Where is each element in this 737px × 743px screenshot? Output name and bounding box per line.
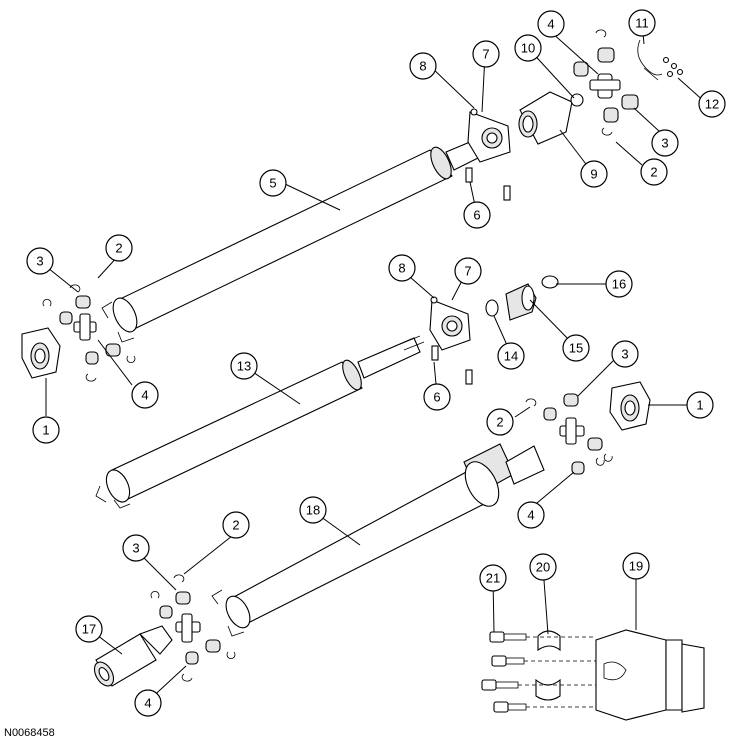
flange-left-1	[21, 327, 61, 379]
svg-text:15: 15	[569, 341, 583, 356]
svg-text:2: 2	[232, 518, 239, 533]
coupling-yoke-9	[518, 91, 584, 145]
flange-right-1	[609, 381, 651, 431]
svg-text:8: 8	[419, 59, 426, 74]
bolts-6-upper	[465, 167, 511, 201]
slip-yoke-17	[93, 625, 173, 687]
svg-text:2: 2	[496, 415, 503, 430]
callout-2: 2	[486, 408, 514, 436]
svg-text:11: 11	[635, 16, 649, 31]
callout-20: 20	[529, 553, 557, 581]
svg-text:12: 12	[705, 97, 719, 112]
u-joint-right	[525, 393, 613, 475]
svg-text:10: 10	[521, 41, 535, 56]
center-bearing-middle	[429, 296, 473, 385]
callout-19: 19	[622, 552, 650, 580]
bracket-11	[637, 39, 684, 81]
callout-16: 16	[605, 270, 633, 298]
detail-view-19-21	[481, 629, 705, 721]
driveshaft-5	[101, 141, 479, 343]
driveshaft-18	[211, 443, 545, 637]
callout-1: 1	[32, 416, 60, 444]
callout-4: 4	[517, 501, 545, 529]
callout-3: 3	[122, 534, 150, 562]
u-joint-upper-right	[573, 29, 639, 136]
callout-21: 21	[479, 564, 507, 592]
boot-parts-14-16	[485, 275, 559, 321]
svg-text:17: 17	[82, 622, 96, 637]
callout-4: 4	[131, 381, 159, 409]
svg-text:4: 4	[141, 388, 148, 403]
svg-text:4: 4	[144, 696, 151, 711]
svg-text:3: 3	[36, 254, 43, 269]
svg-text:7: 7	[482, 47, 489, 62]
callout-bubbles: 1 1 2 2 2 2 3 3 3 3 4 4 4 4 5 6 6 7 7 8 …	[26, 9, 726, 717]
svg-text:4: 4	[527, 508, 534, 523]
svg-text:13: 13	[237, 359, 251, 374]
svg-text:20: 20	[536, 560, 550, 575]
callout-5: 5	[259, 169, 287, 197]
svg-text:7: 7	[464, 264, 471, 279]
callout-7: 7	[472, 40, 500, 68]
u-joint-left	[42, 284, 136, 382]
svg-text:21: 21	[486, 571, 500, 586]
svg-text:9: 9	[590, 167, 597, 182]
callout-8: 8	[388, 254, 416, 282]
callout-7: 7	[454, 257, 482, 285]
callout-3: 3	[611, 340, 639, 368]
svg-text:2: 2	[650, 165, 657, 180]
svg-text:1: 1	[42, 423, 49, 438]
callout-3: 3	[26, 247, 54, 275]
callout-9: 9	[580, 160, 608, 188]
svg-text:3: 3	[661, 136, 668, 151]
svg-text:5: 5	[269, 176, 276, 191]
svg-text:3: 3	[132, 541, 139, 556]
svg-text:1: 1	[696, 398, 703, 413]
callout-6: 6	[463, 201, 491, 229]
callout-13: 13	[230, 352, 258, 380]
callout-2: 2	[222, 511, 250, 539]
callout-4: 4	[537, 10, 565, 38]
svg-text:3: 3	[621, 347, 628, 362]
svg-text:18: 18	[306, 503, 320, 518]
callout-15: 15	[562, 334, 590, 362]
svg-text:8: 8	[398, 261, 405, 276]
callout-2: 2	[105, 234, 133, 262]
svg-text:2: 2	[115, 241, 122, 256]
callout-8: 8	[409, 52, 437, 80]
center-bearing-upper	[467, 108, 511, 163]
callout-10: 10	[514, 34, 542, 62]
callout-14: 14	[497, 342, 525, 370]
callout-17: 17	[75, 615, 103, 643]
callout-6: 6	[423, 383, 451, 411]
callout-2: 2	[640, 158, 668, 186]
driveshaft-13	[95, 335, 425, 509]
callout-11: 11	[628, 9, 656, 37]
figure-id: N0068458	[4, 727, 55, 739]
callout-18: 18	[299, 496, 327, 524]
svg-text:6: 6	[433, 390, 440, 405]
callout-4: 4	[134, 689, 162, 717]
u-joint-lower	[150, 574, 236, 682]
callout-12: 12	[698, 90, 726, 118]
svg-text:4: 4	[547, 17, 554, 32]
svg-text:19: 19	[629, 559, 643, 574]
svg-text:14: 14	[504, 349, 518, 364]
svg-text:6: 6	[473, 208, 480, 223]
callout-1: 1	[686, 391, 714, 419]
callout-3: 3	[651, 129, 679, 157]
svg-text:16: 16	[612, 277, 626, 292]
